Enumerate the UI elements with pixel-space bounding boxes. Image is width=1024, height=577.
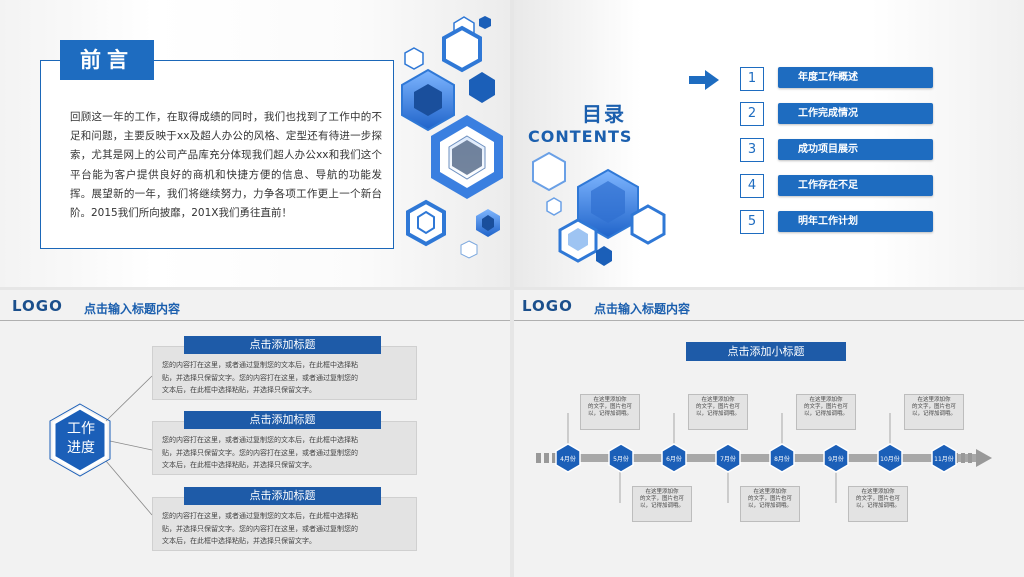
contents-subtitle: CONTENTS xyxy=(528,127,633,146)
card-title-3[interactable]: 点击添加标题 xyxy=(184,487,381,505)
timeline-track xyxy=(536,413,992,503)
month-label-9: 9月份 xyxy=(828,456,844,463)
toc-item-2[interactable]: 工作完成情况 xyxy=(778,103,933,124)
logo: LOGO xyxy=(522,297,573,315)
toc-number-5: 5 xyxy=(740,210,764,234)
month-label-6: 6月份 xyxy=(666,456,682,463)
preface-paragraph: 回顾这一年的工作，在取得成绩的同时，我们也找到了工作中的不足和问题，主要反映于x… xyxy=(70,111,382,220)
card-title-2[interactable]: 点击添加标题 xyxy=(184,411,381,429)
timeline-note[interactable]: 在这里添加你的文字，图片也可以，记得加调哦。 xyxy=(796,394,856,430)
month-label-7: 7月份 xyxy=(720,456,736,463)
toc-item-3[interactable]: 成功项目展示 xyxy=(778,139,933,160)
toc-item-1[interactable]: 年度工作概述 xyxy=(778,67,933,88)
timeline-note[interactable]: 在这里添加你的文字，图片也可以，记得加调哦。 xyxy=(848,486,908,522)
slide-contents: 目录 CONTENTS 1 年度工作概述 2 工作完成情况 3 成功项目展示 4… xyxy=(514,0,1024,287)
toc-item-4[interactable]: 工作存在不足 xyxy=(778,175,933,196)
preface-frame xyxy=(40,60,394,249)
timeline-note[interactable]: 在这里添加你的文字，图片也可以，记得加调哦。 xyxy=(688,394,748,430)
toc-item-5[interactable]: 明年工作计划 xyxy=(778,211,933,232)
content-card-1 xyxy=(152,346,417,400)
content-card-2 xyxy=(152,421,417,475)
toc-number-4: 4 xyxy=(740,174,764,198)
month-label-8: 8月份 xyxy=(774,456,790,463)
month-label-11: 11月份 xyxy=(934,456,954,463)
arrow-right-icon xyxy=(689,70,719,90)
slide-preface: 前言 回顾这一年的工作，在取得成绩的同时，我们也找到了工作中的不足和问题，主要反… xyxy=(0,0,510,287)
contents-title: 目录 xyxy=(582,102,626,126)
card-text-1: 您的内容打在这里，或者通过复制您的文本后，在此框中选择粘贴，并选择只保留文字。您… xyxy=(162,361,358,394)
toc-number-3: 3 xyxy=(740,138,764,162)
slide-header-title: 点击输入标题内容 xyxy=(84,302,181,316)
slide-progress: LOGO 点击输入标题内容 工作进度 点击添加标题 您的内容打在这里，或者通过复… xyxy=(0,290,510,577)
card-text-2: 您的内容打在这里，或者通过复制您的文本后，在此框中选择粘贴，并选择只保留文字。您… xyxy=(162,436,358,469)
connector-lines xyxy=(49,375,153,516)
timeline-note[interactable]: 在这里添加你的文字，图片也可以，记得加调哦。 xyxy=(740,486,800,522)
logo: LOGO xyxy=(12,297,63,315)
header-divider xyxy=(0,320,510,321)
card-title-1[interactable]: 点击添加标题 xyxy=(184,336,381,354)
month-label-10: 10月份 xyxy=(880,456,900,463)
timeline-note[interactable]: 在这里添加你的文字，图片也可以，记得加调哦。 xyxy=(580,394,640,430)
slide-header-title: 点击输入标题内容 xyxy=(594,302,691,316)
timeline-note[interactable]: 在这里添加你的文字，图片也可以，记得加调哦。 xyxy=(904,394,964,430)
toc-number-2: 2 xyxy=(740,102,764,126)
hexagon-decoration xyxy=(401,16,503,259)
card-text-3: 您的内容打在这里，或者通过复制您的文本后，在此框中选择粘贴，并选择只保留文字。您… xyxy=(162,512,358,545)
timeline-note[interactable]: 在这里添加你的文字，图片也可以，记得加调哦。 xyxy=(632,486,692,522)
toc-number-1: 1 xyxy=(740,67,764,91)
preface-title: 前言 xyxy=(60,40,154,80)
progress-hexagon-label: 工作进度 xyxy=(67,421,95,456)
month-label-4: 4月份 xyxy=(560,456,576,463)
slide-timeline: LOGO 点击输入标题内容 点击添加小标题 4月份 xyxy=(514,290,1024,577)
content-card-3 xyxy=(152,497,417,551)
month-label-5: 5月份 xyxy=(613,456,629,463)
timeline-subtitle[interactable]: 点击添加小标题 xyxy=(686,342,846,361)
hexagon-decoration xyxy=(532,151,666,266)
header-divider xyxy=(514,320,1024,321)
